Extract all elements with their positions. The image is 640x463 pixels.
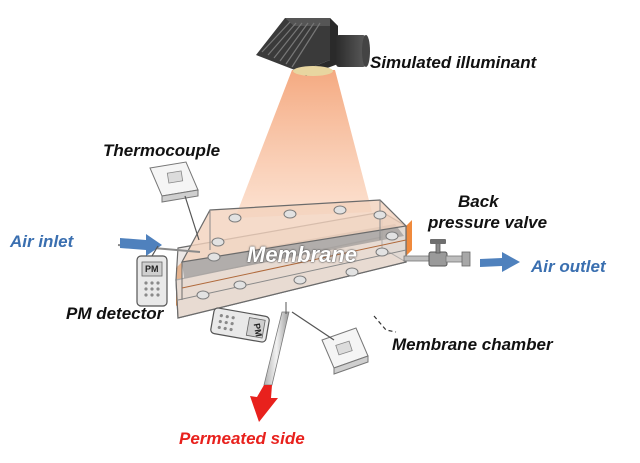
air-inlet-arrow-icon [120, 234, 162, 256]
thermocouple-device-icon [149, 161, 200, 241]
thermocouple-label: Thermocouple [103, 141, 221, 160]
pm-detector-2-screen-text: PM [251, 322, 264, 338]
membrane-label: Membrane [247, 242, 358, 267]
back-pressure-valve-icon [428, 239, 448, 267]
air-outlet-label: Air outlet [531, 257, 606, 276]
air-outlet-arrow-icon [480, 252, 520, 272]
back-pressure-valve-label-line2: pressure valve [428, 213, 548, 232]
membrane-chamber [175, 199, 408, 319]
pm-detector-label: PM detector [66, 304, 164, 323]
permeated-arrow-icon [250, 385, 278, 422]
permeated-probe [250, 302, 290, 422]
membrane-chamber-label: Membrane chamber [392, 335, 553, 354]
light-beam [235, 70, 372, 218]
air-inlet-label: Air inlet [10, 232, 74, 251]
pm-detector-screen-text: PM [145, 264, 159, 274]
illuminant-lamp-icon [256, 18, 370, 76]
membrane-chamber-leader [373, 315, 397, 333]
chamber-orange-side-right [406, 220, 412, 256]
air-outlet-flow [403, 239, 520, 272]
air-inlet-flow [117, 234, 201, 256]
back-pressure-valve-label-line1: Back [458, 192, 499, 211]
illuminant-label: Simulated illuminant [370, 53, 537, 72]
thermocouple-device-2-icon [291, 311, 369, 375]
permeated-side-label: Permeated side [179, 429, 305, 448]
pm-detector-device-2-icon [210, 307, 270, 343]
chamber-bolts [196, 205, 399, 300]
pm-detector-device-icon [136, 245, 168, 307]
